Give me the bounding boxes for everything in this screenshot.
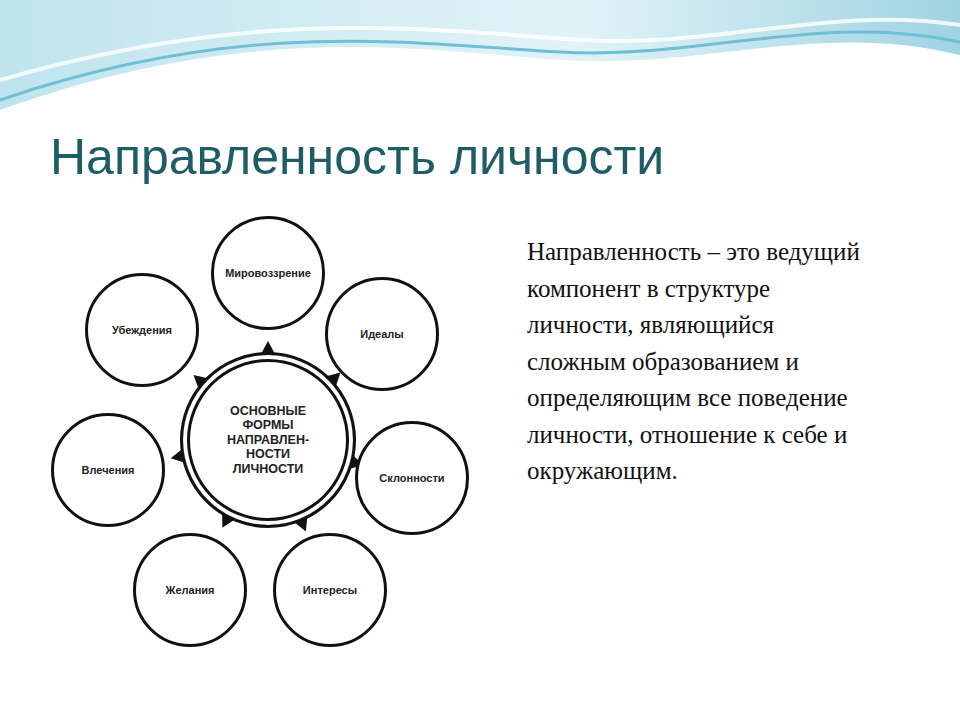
form-circle: Идеалы xyxy=(325,277,439,391)
header-wave xyxy=(0,0,960,110)
header-wave-line xyxy=(0,32,960,100)
center-circle: ОСНОВНЫЕ ФОРМЫ НАПРАВЛЕН- НОСТИ ЛИЧНОСТИ xyxy=(180,352,356,528)
form-circle: Убеждения xyxy=(85,273,199,387)
circle-label: Идеалы xyxy=(360,328,404,341)
circle-label: Мировоззрение xyxy=(225,267,311,280)
form-circle: Склонности xyxy=(355,421,469,535)
circle-label: Интересы xyxy=(303,584,357,597)
circle-label: Влечения xyxy=(82,464,135,477)
circle-label: Желания xyxy=(166,584,215,597)
circle-label: Склонности xyxy=(379,472,444,485)
form-circle: Желания xyxy=(133,533,247,647)
form-circle: Влечения xyxy=(51,413,165,527)
form-circle: Интересы xyxy=(273,533,387,647)
header-wave-line xyxy=(0,20,960,80)
definition-text: Направленность – это ведущий компонент в… xyxy=(527,234,872,490)
diagram-ground xyxy=(40,200,495,665)
slide-title: Направленность личности xyxy=(50,128,664,186)
circle-label: ОСНОВНЫЕ ФОРМЫ НАПРАВЛЕН- НОСТИ ЛИЧНОСТИ xyxy=(216,404,320,476)
circle-label: Убеждения xyxy=(112,324,172,337)
form-circle: Мировоззрение xyxy=(211,216,325,330)
